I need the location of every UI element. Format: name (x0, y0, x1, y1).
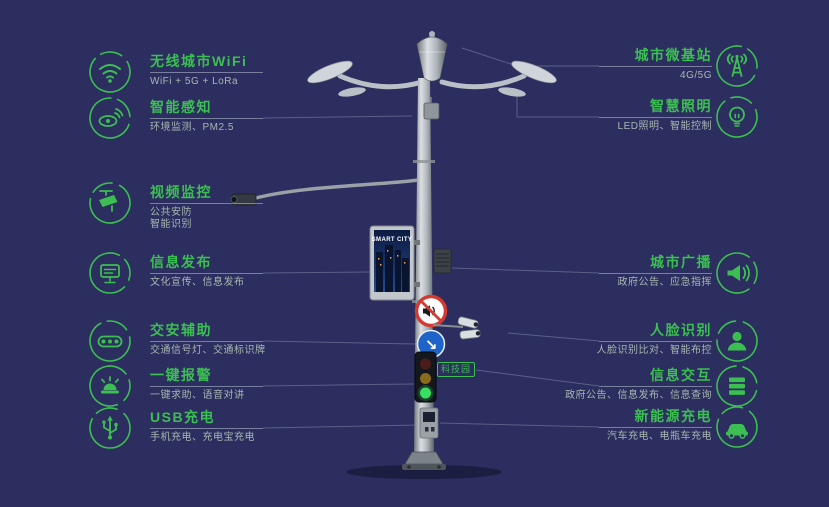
cctv-camera-icon (89, 182, 131, 224)
screen-title: SMART CITY (372, 237, 413, 243)
feature-subtitle: 手机充电、充电宝充电 (150, 432, 255, 443)
right-lamp-blade (511, 60, 557, 84)
speaker-icon (716, 252, 758, 294)
feature-title: 新能源充电 (634, 408, 712, 424)
leader-rule (150, 118, 263, 119)
feature-subtitle: 一键求助、语音对讲 (150, 390, 245, 401)
feature-subtitle: 公共安防 智能识别 (150, 207, 192, 230)
broadcast-speaker-box (433, 248, 452, 274)
traffic-signal-icon (89, 320, 131, 362)
feature-title: 无线城市WiFi (150, 53, 248, 69)
leader-rule (150, 386, 263, 387)
bulb-icon (716, 96, 758, 138)
pole-base (402, 451, 446, 470)
feature-subtitle: 人脸识别比对、智能布控 (596, 345, 712, 356)
left-lamp-blade (307, 60, 353, 84)
face-icon (716, 320, 758, 362)
feature-title: 智能感知 (150, 99, 212, 115)
feature-wifi: 无线城市WiFi WiFi + 5G + LoRa (150, 54, 390, 88)
feature-title: 智慧照明 (650, 98, 712, 114)
leader-rule (599, 341, 712, 342)
leader-rule (150, 203, 263, 204)
leader-rule (599, 427, 712, 428)
feature-micro-base-station: 城市微基站 4G/5G (472, 48, 712, 82)
stacked-bars-icon (716, 365, 758, 407)
feature-usb-charging: USB充电 手机充电、充电宝充电 (150, 410, 390, 444)
leader-rule (150, 273, 263, 274)
feature-title: 城市广播 (650, 254, 712, 270)
no-horn-sign (414, 294, 448, 328)
feature-title: 一键报警 (150, 367, 212, 383)
feature-subtitle: 环境监测、PM2.5 (150, 122, 234, 133)
feature-subtitle: LED照明、智能控制 (617, 121, 712, 132)
feature-info-interaction: 信息交互 政府公告、信息发布、信息查询 (472, 368, 712, 402)
lamp-arms (307, 60, 557, 97)
wifi-icon (89, 51, 131, 93)
feature-subtitle: 文化宣传、信息发布 (150, 277, 245, 288)
feature-new-energy-charging: 新能源充电 汽车充电、电瓶车充电 (472, 409, 712, 443)
alarm-icon (89, 365, 131, 407)
display-screen: SMART CITY (369, 225, 420, 301)
screen-city-skyline (376, 245, 409, 292)
leader-rule (599, 117, 712, 118)
feature-city-broadcast: 城市广播 政府公告、应急指挥 (472, 255, 712, 289)
feature-title: 城市微基站 (634, 47, 712, 63)
crown-lamp (416, 31, 448, 82)
feature-title: 人脸识别 (650, 322, 712, 338)
feature-one-key-alarm: 一键报警 一键求助、语音对讲 (150, 368, 390, 402)
ground-shadow (346, 465, 502, 479)
leader-rule (150, 428, 263, 429)
feature-traffic-safety: 交安辅助 交通信号灯、交通标识牌 (150, 323, 390, 357)
antenna-icon (716, 45, 758, 87)
sensor-box (423, 97, 440, 120)
traffic-signal (414, 351, 437, 403)
feature-title: 交安辅助 (150, 322, 212, 338)
feature-title: 信息交互 (650, 367, 712, 383)
feature-sensing: 智能感知 环境监测、PM2.5 (150, 100, 390, 134)
screen-icon (89, 252, 131, 294)
tech-park-tag: 科技园 (437, 362, 475, 377)
feature-info-publishing: 信息发布 文化宣传、信息发布 (150, 255, 390, 289)
leader-rule (150, 341, 263, 342)
feature-video-surveillance: 视频监控 公共安防 智能识别 (150, 185, 390, 231)
feature-smart-lighting: 智慧照明 LED照明、智能控制 (472, 99, 712, 133)
dual-cameras (432, 316, 481, 340)
leader-rule (599, 66, 712, 67)
feature-subtitle: 政府公告、信息发布、信息查询 (565, 390, 712, 401)
feature-title: 视频监控 (150, 184, 212, 200)
feature-subtitle: 政府公告、应急指挥 (617, 277, 712, 288)
camera-arm (230, 178, 421, 206)
leader-rule (150, 72, 263, 73)
feature-subtitle: WiFi + 5G + LoRa (150, 76, 239, 87)
svg-text:↘: ↘ (425, 336, 438, 354)
feature-title: USB充电 (150, 409, 216, 425)
feature-subtitle: 交通信号灯、交通标识牌 (150, 345, 266, 356)
leader-rule (599, 386, 712, 387)
leader-rule (599, 273, 712, 274)
sensor-icon (89, 97, 131, 139)
usb-icon (89, 407, 131, 449)
ev-car-icon (716, 406, 758, 448)
charging-panel (419, 407, 439, 439)
feature-face-recognition: 人脸识别 人脸识别比对、智能布控 (472, 323, 712, 357)
feature-title: 信息发布 (150, 254, 212, 270)
feature-subtitle: 4G/5G (680, 70, 712, 81)
feature-subtitle: 汽车充电、电瓶车充电 (607, 431, 712, 442)
